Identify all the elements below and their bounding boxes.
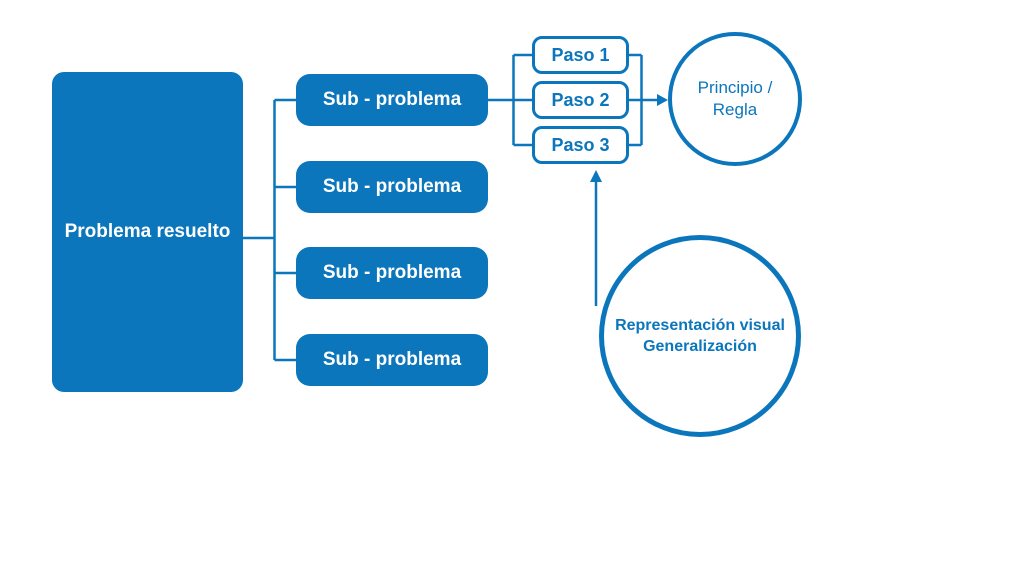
sub-problem-box-1: Sub - problema — [296, 74, 488, 126]
sub-problem-label: Sub - problema — [322, 349, 462, 370]
arrow-representacion-up-head — [590, 170, 602, 182]
step-label: Paso 2 — [551, 89, 610, 110]
sub-problem-label: Sub - problema — [322, 176, 462, 197]
sub-problem-box-3: Sub - problema — [296, 247, 488, 299]
step-box-1: Paso 1 — [532, 36, 629, 74]
sub-problem-box-2: Sub - problema — [296, 161, 488, 213]
representation-line1: Representación visual — [615, 316, 785, 334]
principle-line2: Regla — [712, 100, 758, 119]
sub-problem-box-4: Sub - problema — [296, 334, 488, 386]
step-box-2: Paso 2 — [532, 81, 629, 119]
representation-line2: Generalización — [643, 338, 757, 355]
paso-left-bracket — [512, 53, 532, 147]
sub-problem-label: Sub - problema — [322, 89, 462, 110]
step-label: Paso 1 — [551, 44, 610, 65]
paso-right-bracket — [629, 53, 643, 147]
arrow-paso-to-principio-head — [657, 94, 668, 106]
step-label: Paso 3 — [551, 134, 610, 155]
principle-rule-circle: Principio / Regla — [668, 32, 802, 166]
main-problem-label: Problema resuelto — [64, 221, 231, 242]
visual-representation-circle: Representación visual Generalización — [599, 235, 801, 437]
main-problem-box: Problema resuelto — [52, 72, 243, 392]
step-box-3: Paso 3 — [532, 126, 629, 164]
sub-problem-label: Sub - problema — [322, 262, 462, 283]
principle-line1: Principio / — [697, 77, 773, 97]
